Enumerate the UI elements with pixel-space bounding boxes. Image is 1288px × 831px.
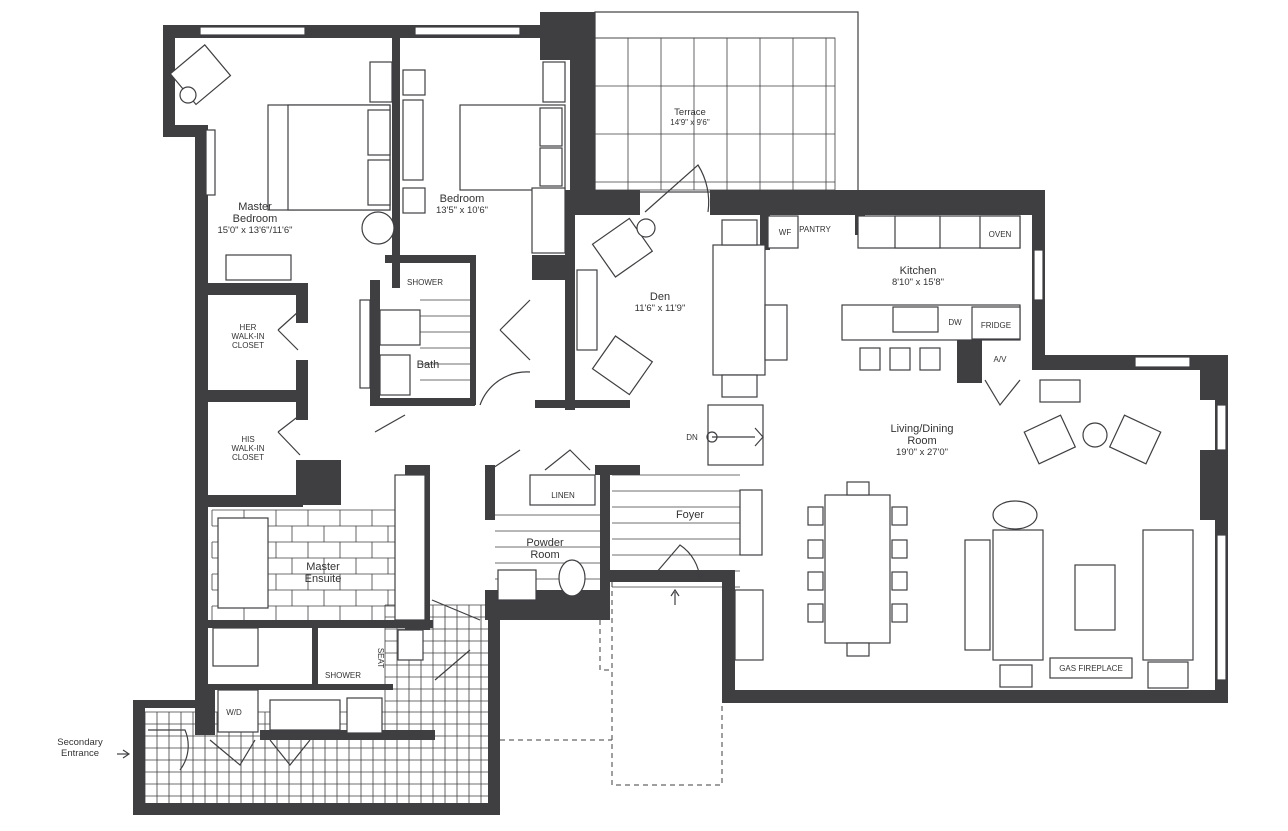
- secondary-entrance-arrow: [117, 749, 131, 759]
- doors: [148, 164, 1021, 771]
- linen-label: LINEN: [551, 491, 575, 500]
- his-closet-label: WALK-IN: [231, 444, 264, 453]
- wd-label: W/D: [226, 708, 242, 717]
- living-dining-label: Room: [907, 435, 936, 447]
- gas-fireplace-label: GAS FIREPLACE: [1059, 664, 1123, 673]
- oven-label: OVEN: [989, 230, 1012, 239]
- powder-room-label: Room: [530, 549, 559, 561]
- den-label: Den: [650, 291, 670, 303]
- av-label: A/V: [994, 355, 1008, 364]
- living-dining-label: Living/Dining: [891, 423, 954, 435]
- wf-label: WF: [779, 228, 792, 237]
- dining-chair: [846, 481, 870, 496]
- his-closet-label: HIS: [241, 435, 254, 444]
- stair-down-marker: [706, 427, 764, 447]
- fridge-label: FRIDGE: [981, 321, 1011, 330]
- dn-label: DN: [686, 433, 698, 442]
- foyer-label: Foyer: [676, 509, 704, 521]
- dining-chair: [891, 539, 908, 559]
- her-closet-label: WALK-IN: [231, 332, 264, 341]
- dining-chair: [807, 603, 824, 623]
- living-dining-dimensions: 19'0" x 27'0": [896, 447, 948, 458]
- secondary-entrance-label: Secondary: [57, 737, 103, 748]
- secondary-entrance-label: Entrance: [61, 748, 99, 759]
- bedroom-label: Bedroom: [440, 193, 485, 205]
- main-entrance-arrow: [670, 588, 680, 605]
- terrace: [594, 11, 859, 193]
- kitchen-label: Kitchen: [900, 265, 937, 277]
- her-closet-label: CLOSET: [232, 341, 264, 350]
- dining-chair: [807, 506, 824, 526]
- terrace-label: Terrace: [674, 107, 706, 118]
- shower-ensuite-label: SHOWER: [325, 671, 361, 680]
- dining-chair: [891, 571, 908, 591]
- kitchen-dimensions: 8'10" x 15'8": [892, 277, 944, 288]
- bath-label: Bath: [417, 359, 440, 371]
- terrace-dimensions: 14'9" x 9'6": [670, 118, 710, 127]
- furniture: [169, 44, 1194, 734]
- windows: [199, 26, 1227, 681]
- dining-chair: [807, 539, 824, 559]
- dining-chair: [807, 571, 824, 591]
- her-closet-label: HER: [240, 323, 257, 332]
- exterior-dashed-lines: [500, 582, 723, 786]
- shower-bath-label: SHOWER: [407, 278, 443, 287]
- den-dimensions: 11'6" x 11'9": [635, 303, 686, 314]
- seat-label: SEAT: [376, 648, 385, 668]
- dining-chair: [846, 642, 870, 657]
- walls: [133, 12, 1228, 815]
- master-ensuite-label: Ensuite: [305, 573, 342, 585]
- dining-chair: [891, 506, 908, 526]
- master-bedroom-label: Bedroom: [233, 213, 278, 225]
- pantry-label: PANTRY: [799, 225, 831, 234]
- bedroom-dimensions: 13'5" x 10'6": [436, 205, 488, 216]
- powder-room-label: Powder: [526, 537, 564, 549]
- master-ensuite-label: Master: [306, 561, 340, 573]
- dw-label: DW: [948, 318, 962, 327]
- master-bedroom-label: Master: [238, 201, 272, 213]
- master-bedroom-dimensions: 15'0" x 13'6"/11'6": [217, 225, 292, 236]
- his-closet-label: CLOSET: [232, 453, 264, 462]
- dining-chair: [891, 603, 908, 623]
